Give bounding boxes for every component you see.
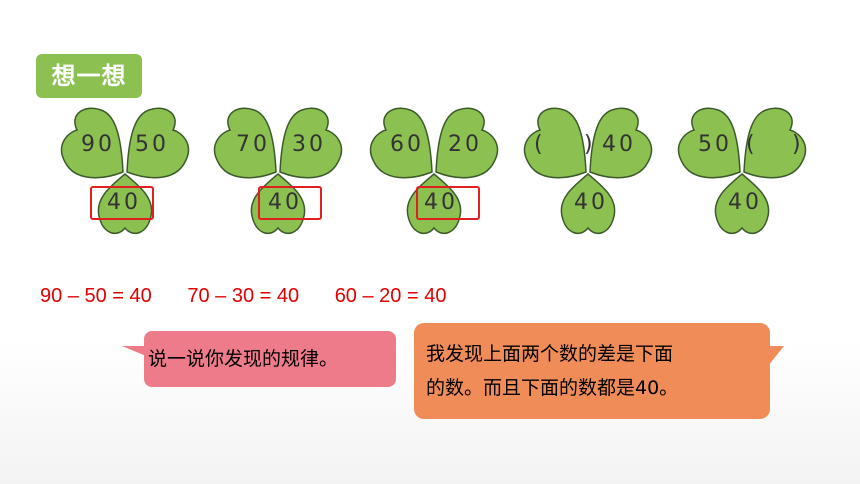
clover-bottom-number: 40 [107, 190, 141, 215]
clover-leaves [677, 107, 807, 235]
clover-right-number: 20 [448, 132, 482, 157]
clover-leaves [369, 107, 499, 235]
clover-2: 70 30 40 [208, 100, 348, 246]
highlight-box [90, 186, 154, 220]
title-badge: 想一想 [36, 54, 142, 98]
clover-left-number: 60 [390, 132, 424, 157]
answer-line-2: 的数。而且下面的数都是40。 [426, 377, 679, 399]
speech-bubble-tail-left [122, 346, 146, 356]
blank-close-paren: ) [584, 132, 593, 157]
clover-1: 90 50 40 [55, 100, 195, 246]
equation: 60 – 20 = 40 [334, 285, 447, 307]
clover-right-number: 40 [602, 132, 636, 157]
clover-left-number: 70 [236, 132, 270, 157]
clover-5: 50 ( ) 40 [672, 100, 812, 246]
speech-bubble-answer: 我发现上面两个数的差是下面 的数。而且下面的数都是40。 [414, 323, 770, 419]
clover-right-number: 30 [292, 132, 326, 157]
clover-leaves [523, 107, 653, 235]
clover-leaves [213, 107, 343, 235]
speech-bubble-prompt: 说一说你发现的规律。 [144, 331, 396, 387]
blank-open-paren: ( [534, 132, 543, 157]
equations-row: 90 – 50 = 40 70 – 30 = 40 60 – 20 = 40 [40, 285, 476, 308]
clover-bottom-number: 40 [424, 190, 458, 215]
clover-bottom-number: 40 [574, 190, 608, 215]
clover-bottom-number: 40 [268, 190, 302, 215]
blank-open-paren: ( [746, 132, 755, 157]
clover-left-number: 90 [81, 132, 115, 157]
clover-3: 60 20 40 [364, 100, 504, 246]
clover-leaves [60, 107, 190, 235]
equation: 90 – 50 = 40 [40, 285, 152, 307]
equation: 70 – 30 = 40 [187, 285, 300, 307]
clover-4: ( ) 40 40 [518, 100, 658, 246]
blank-close-paren: ) [792, 132, 801, 157]
clover-bottom-number: 40 [728, 190, 762, 215]
clover-right-number: 50 [135, 132, 169, 157]
clover-left-number: 50 [698, 132, 732, 157]
highlight-box [416, 186, 480, 220]
answer-line-1: 我发现上面两个数的差是下面 [426, 343, 674, 365]
highlight-box [258, 186, 322, 220]
speech-bubble-tail-right [768, 346, 784, 366]
